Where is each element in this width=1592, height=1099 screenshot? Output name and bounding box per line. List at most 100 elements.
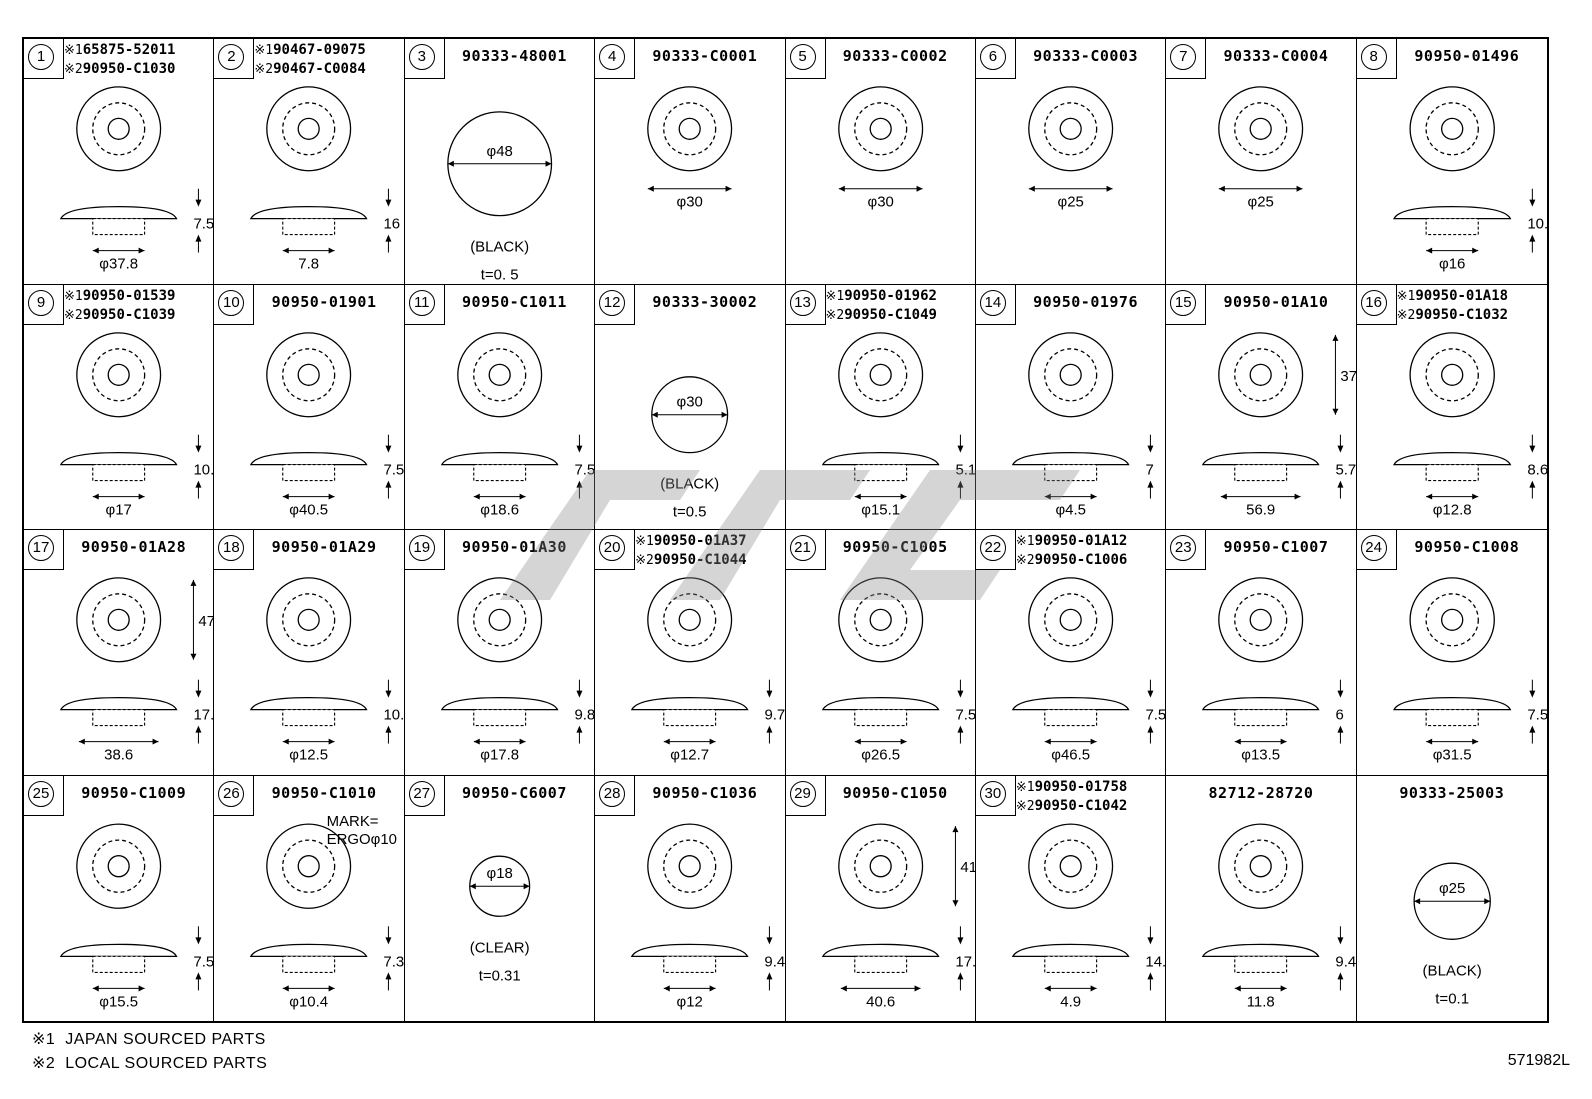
source-tag: ※1 bbox=[254, 43, 274, 58]
item-number: 14 bbox=[979, 289, 1006, 316]
width-label: 37.5 bbox=[1341, 367, 1357, 384]
part-number: 90950-C1042 bbox=[1034, 797, 1128, 814]
height-label: 10.7 bbox=[193, 461, 214, 478]
height-label: 9.7 bbox=[765, 707, 786, 724]
footnotes: ※1 JAPAN SOURCED PARTS ※2 LOCAL SOURCED … bbox=[32, 1028, 267, 1076]
height-label: 17.5 bbox=[955, 953, 976, 970]
height-label: 17.5 bbox=[193, 707, 214, 724]
height-label: 10.5 bbox=[384, 707, 405, 724]
item-number: 27 bbox=[408, 780, 435, 807]
item-number: 6 bbox=[979, 44, 1006, 70]
diameter-label: φ37.8 bbox=[99, 256, 138, 273]
thickness-note: t=0.5 bbox=[673, 503, 707, 520]
item-number-box bbox=[24, 775, 64, 816]
item-number-box bbox=[975, 530, 1016, 570]
part-number-line: ※190950-01758 bbox=[1016, 778, 1163, 797]
part-number-line: ※290950-C1006 bbox=[1016, 551, 1163, 570]
item-number: 19 bbox=[408, 535, 435, 561]
diameter-label: φ13.5 bbox=[1242, 747, 1281, 764]
part-number: 90333-C0004 bbox=[1223, 47, 1329, 65]
part-numbers: ※165875-52011※290950-C1030 bbox=[64, 41, 211, 79]
height-label: 7.5 bbox=[384, 461, 405, 478]
source-tag: ※1 bbox=[64, 43, 83, 58]
part-numbers: ※190950-01962 ※290950-C1049 bbox=[826, 287, 973, 325]
part-drawing: 10.5 φ12.5 bbox=[250, 577, 405, 764]
part-number-line: ※290467-C0084 bbox=[254, 60, 401, 79]
part-number: 90333-30002 bbox=[652, 292, 758, 311]
part-number-line: ※290950-C1032 bbox=[1397, 306, 1545, 325]
height-label: 7.5 bbox=[193, 953, 214, 970]
part-number: 90333-C0003 bbox=[1033, 47, 1138, 65]
diameter-label: φ25 bbox=[1439, 880, 1465, 897]
height-label: 9.4 bbox=[765, 953, 786, 970]
item-number-box bbox=[214, 284, 255, 325]
part-number: 90950-C1010 bbox=[271, 783, 377, 802]
part-number: 90950-C1005 bbox=[816, 538, 975, 556]
part-number: 90950-01496 bbox=[1414, 47, 1520, 65]
item-number-box bbox=[1356, 284, 1397, 325]
item-number-box bbox=[404, 39, 445, 79]
diameter-label: φ17 bbox=[106, 501, 132, 518]
source-tag: ※2 bbox=[825, 307, 845, 323]
diameter-label: φ12 bbox=[677, 993, 703, 1010]
part-number: 90950-C1050 bbox=[842, 783, 948, 802]
part-number: 90950-C1006 bbox=[1034, 552, 1128, 568]
item-number-box bbox=[214, 39, 255, 79]
part-drawing: φ48(BLACK)t=0. 5 bbox=[446, 111, 552, 284]
item-number-box bbox=[1356, 530, 1397, 570]
part-number: 90950-01976 bbox=[1033, 292, 1138, 311]
item-number-box bbox=[214, 530, 255, 570]
item-number: 29 bbox=[789, 780, 816, 807]
item-number-box bbox=[785, 39, 826, 79]
diameter-label: φ12.5 bbox=[290, 747, 329, 764]
part-drawing: 37.55.756.9 bbox=[1202, 331, 1357, 518]
item-number-box bbox=[24, 284, 64, 325]
height-label: 7.5 bbox=[1145, 707, 1166, 724]
source-tag: ※2 bbox=[1396, 307, 1416, 323]
height-label: 5.7 bbox=[1336, 461, 1357, 478]
color-note: (BLACK) bbox=[470, 239, 529, 256]
length-label: 40.6 bbox=[866, 993, 895, 1010]
length-label: 38.6 bbox=[104, 747, 133, 764]
part-number: 90950-01A28 bbox=[81, 538, 187, 556]
height-label: 10.3 bbox=[1527, 216, 1547, 233]
item-number: 7 bbox=[1170, 44, 1197, 70]
diameter-label: φ25 bbox=[1248, 194, 1274, 211]
item-number: 2 bbox=[218, 44, 245, 70]
diameter-label: φ31.5 bbox=[1432, 747, 1471, 764]
part-drawing: φ25(BLACK)t=0.1 bbox=[1413, 862, 1491, 1007]
part-number: 90950-01A37 bbox=[653, 533, 747, 549]
part-number: 90950-C1009 bbox=[81, 783, 187, 802]
source-tag: ※1 bbox=[825, 288, 845, 304]
item-number: 5 bbox=[789, 44, 816, 70]
document-id: 571982L bbox=[1507, 1052, 1570, 1069]
diameter-label: φ18.6 bbox=[480, 501, 519, 518]
item-number: 4 bbox=[599, 44, 626, 70]
part-number: 90467-09075 bbox=[273, 42, 366, 58]
part-number-line: ※290950-C1049 bbox=[826, 306, 973, 325]
item-number: 25 bbox=[28, 780, 54, 807]
item-number-box bbox=[785, 530, 826, 570]
color-note: (BLACK) bbox=[660, 475, 719, 492]
item-number: 16 bbox=[1360, 289, 1387, 316]
item-number: 1 bbox=[28, 44, 54, 70]
source-tag: ※1 bbox=[1015, 779, 1035, 795]
part-number: 90950-01962 bbox=[844, 287, 937, 304]
source-tag: ※2 bbox=[254, 62, 274, 77]
